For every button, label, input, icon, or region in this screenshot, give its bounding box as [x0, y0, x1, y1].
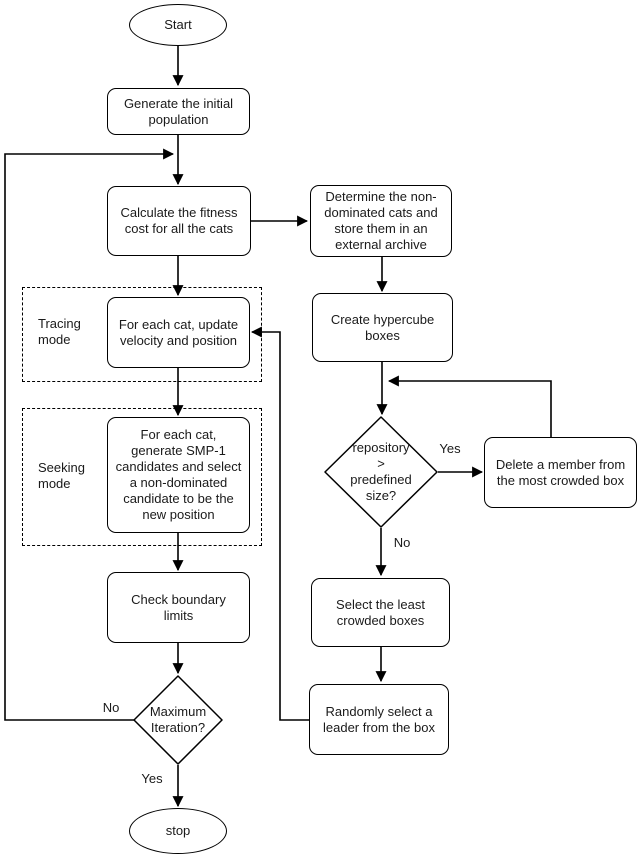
generate-population-box: Generate the initial population: [107, 88, 250, 135]
tracing-mode-label: Tracing mode: [38, 316, 81, 348]
tracing-update-box: For each cat, update velocity and positi…: [107, 297, 250, 368]
repository-size-diamond: [324, 416, 438, 528]
repository-size-diamond-label: repository > predefined size?: [350, 440, 412, 503]
seeking-mode-container: [22, 408, 262, 546]
select-least-crowded-box: Select the least crowded boxes: [311, 578, 450, 647]
seeking-mode-label: Seeking mode: [38, 460, 85, 492]
stop-terminator: stop: [129, 808, 227, 854]
check-boundary-box: Check boundary limits: [107, 572, 250, 643]
max-iteration-diamond-label: Maximum Iteration?: [149, 704, 207, 735]
max-iteration-diamond: [133, 675, 223, 765]
random-leader-box: Randomly select a leader from the box: [309, 684, 449, 755]
repository-no-label: No: [393, 535, 411, 550]
delete-member-box: Delete a member from the most crowded bo…: [484, 437, 637, 508]
max-iteration-no-label: No: [102, 700, 120, 715]
determine-nondominated-box: Determine the non- dominated cats and st…: [310, 185, 452, 257]
arrow-no-loop-to-calculate: [4, 148, 175, 721]
seeking-generate-box: For each cat, generate SMP-1 candidates …: [107, 417, 250, 533]
arrow-delete-loop-to-repository: [387, 375, 552, 437]
repository-yes-label: Yes: [439, 441, 461, 456]
arrow-randomleader-to-tracing: [250, 326, 310, 721]
start-terminator: Start: [129, 4, 227, 46]
create-hypercube-box: Create hypercube boxes: [312, 293, 453, 362]
max-iteration-yes-label: Yes: [141, 771, 163, 786]
calculate-fitness-box: Calculate the fitness cost for all the c…: [107, 186, 251, 256]
